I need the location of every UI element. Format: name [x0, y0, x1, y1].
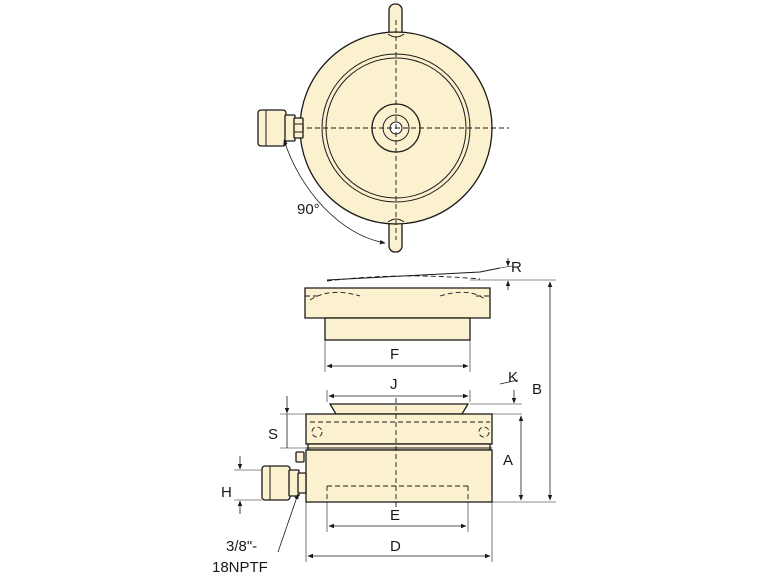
- label-F: F: [390, 346, 399, 363]
- label-H: H: [221, 484, 232, 501]
- label-R: R: [511, 259, 522, 276]
- saddle-flange: [304, 287, 491, 319]
- port-leader: [277, 493, 299, 553]
- body-main-section: [305, 449, 493, 503]
- label-B: B: [532, 381, 542, 398]
- dimensions: J K B A S H E D: [212, 279, 556, 576]
- label-E: E: [390, 507, 400, 524]
- top-view: 90°: [257, 3, 509, 253]
- port-label-line1: 3/8"-: [226, 538, 257, 555]
- cylinder-side-view: [261, 398, 493, 510]
- angle-label: 90°: [297, 201, 320, 218]
- saddle-stem: [324, 317, 471, 341]
- angle-arc: [283, 139, 386, 245]
- label-D: D: [390, 538, 401, 555]
- label-A: A: [503, 452, 513, 469]
- body-top-section: [305, 413, 493, 445]
- coupler-top-view: [257, 109, 304, 147]
- label-K: K: [508, 369, 518, 386]
- plunger-top: [328, 403, 470, 415]
- label-J: J: [390, 376, 398, 393]
- port-label-line2: 18NPTF: [212, 559, 268, 576]
- saddle-side-view: F R: [304, 258, 522, 372]
- coupler-side-view: [261, 451, 307, 501]
- label-S: S: [268, 426, 278, 443]
